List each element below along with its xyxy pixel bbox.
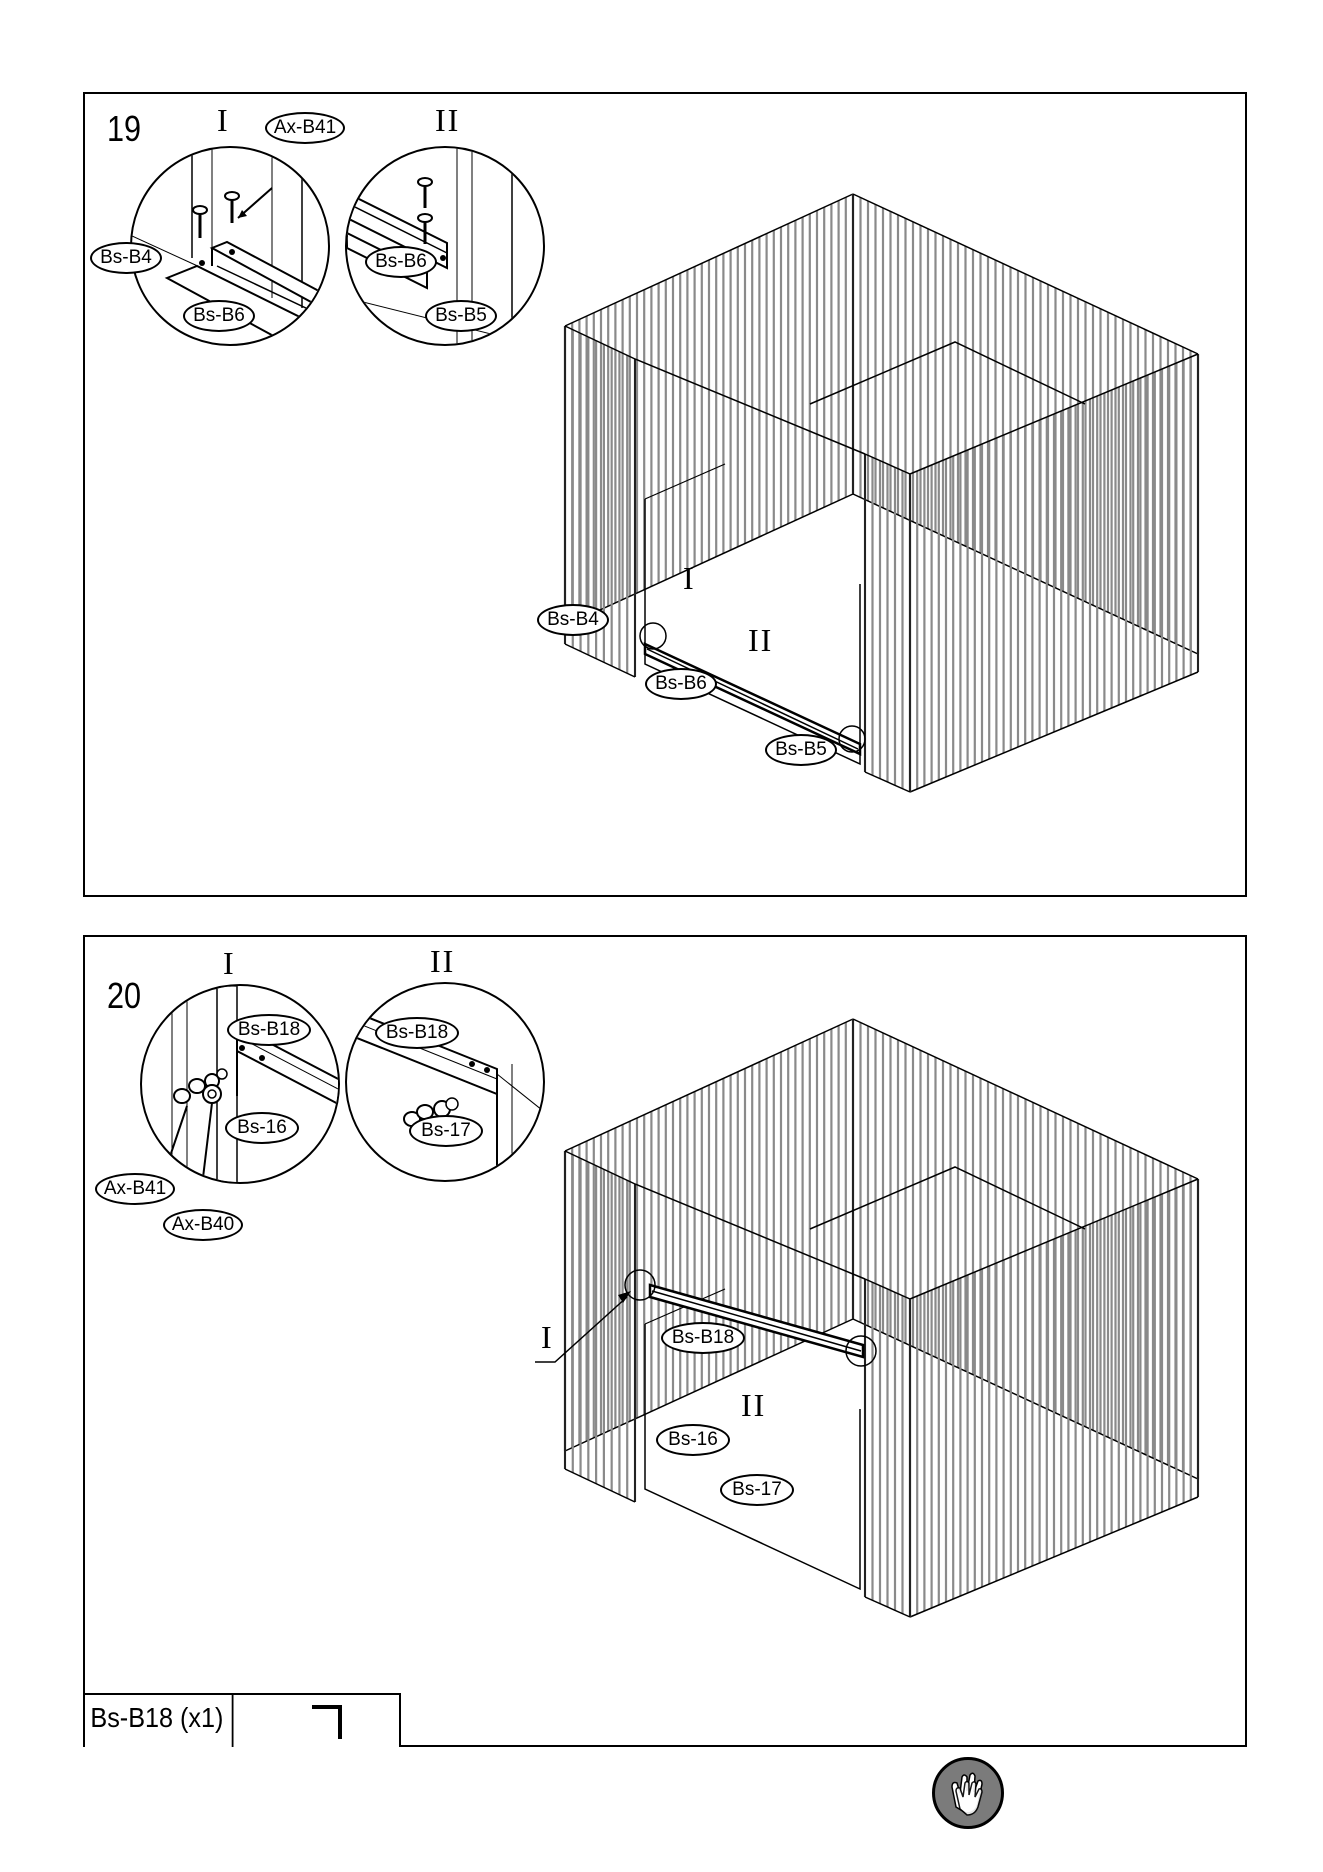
- callout-bs-b6: Bs-B6: [645, 668, 717, 700]
- callout-bs-b18: Bs-B18: [661, 1322, 745, 1354]
- step-19-panel: 19 I II Ax-B41 Bs-B4 Bs-B6: [83, 92, 1247, 897]
- callout-bs-16: Bs-16: [656, 1424, 730, 1456]
- angle-profile-icon: [310, 1703, 370, 1743]
- callout-bs-17: Bs-17: [720, 1474, 794, 1506]
- part-icon-cell: [250, 1695, 399, 1747]
- step-20-panel: 20 I II Bs-B18 Bs-16 Ax-B41 Ax-B40: [83, 935, 1247, 1747]
- main-label-II: II: [741, 1387, 766, 1424]
- part-label: Bs-B18 (x1): [85, 1695, 234, 1747]
- main-label-I: I: [683, 560, 696, 597]
- shed-frame-illustration: [85, 94, 1249, 899]
- parts-table: Bs-B18 (x1): [85, 1693, 401, 1747]
- callout-bs-b5: Bs-B5: [765, 734, 837, 766]
- gloves-icon: [932, 1757, 1004, 1829]
- callout-bs-b4: Bs-B4: [537, 604, 609, 636]
- main-label-I: I: [541, 1319, 554, 1356]
- main-label-II: II: [748, 622, 773, 659]
